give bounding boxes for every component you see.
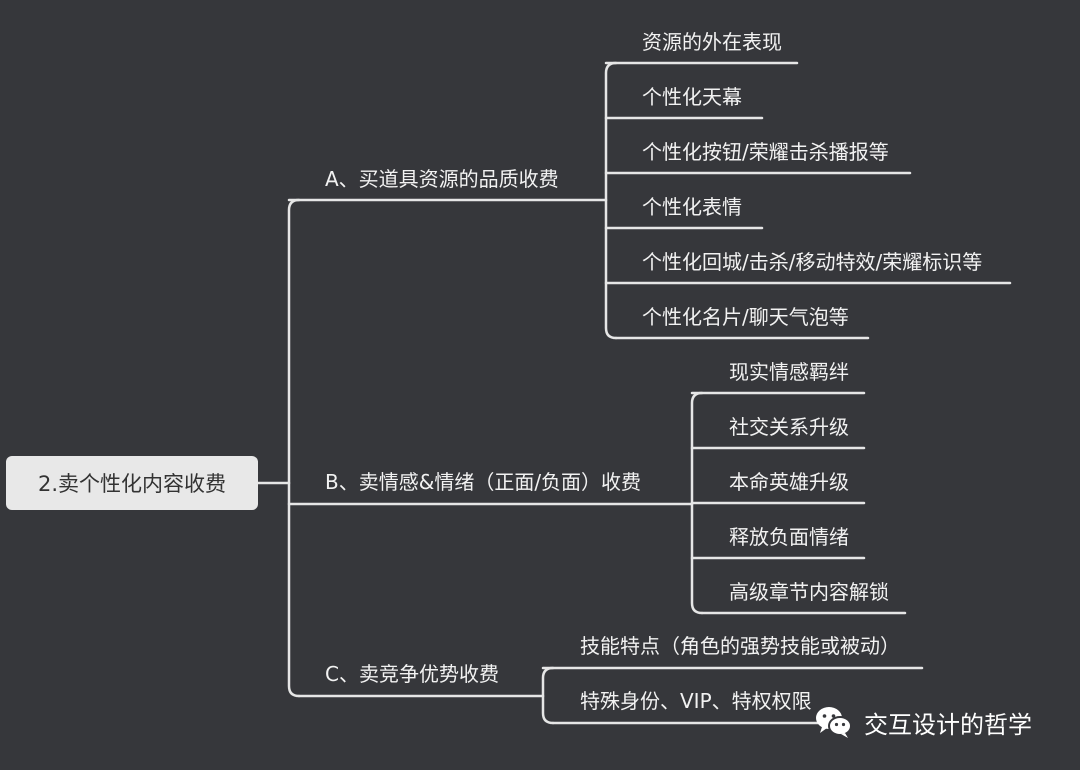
branch-a-child-1[interactable]: 资源的外在表现 — [642, 30, 782, 54]
branch-c-label[interactable]: C、卖竞争优势收费 — [325, 662, 499, 686]
branch-a-child-6[interactable]: 个性化名片/聊天气泡等 — [642, 305, 849, 329]
branch-a-child-4[interactable]: 个性化表情 — [642, 195, 742, 219]
root-node-label: 2.卖个性化内容收费 — [37, 472, 227, 496]
watermark: 交互设计的哲学 — [812, 700, 1032, 744]
branch-b-child-4[interactable]: 释放负面情绪 — [729, 525, 849, 549]
root-node[interactable]: 2.卖个性化内容收费 — [6, 456, 258, 510]
branch-a-child-5[interactable]: 个性化回城/击杀/移动特效/荣耀标识等 — [642, 250, 983, 274]
wechat-icon — [816, 707, 852, 738]
branch-c-child-1[interactable]: 技能特点（角色的强势技能或被动） — [580, 634, 900, 658]
branch-c-child-2[interactable]: 特殊身份、VIP、特权权限 — [580, 689, 812, 713]
branch-a-label[interactable]: A、买道具资源的品质收费 — [325, 167, 559, 191]
branch-b-child-3[interactable]: 本命英雄升级 — [729, 470, 849, 494]
connector-a-vertical — [604, 61, 618, 340]
connector-trunk — [287, 198, 301, 698]
branch-b-child-5[interactable]: 高级章节内容解锁 — [729, 580, 889, 604]
branch-b-child-1[interactable]: 现实情感羁绊 — [729, 360, 849, 384]
branch-a-child-3[interactable]: 个性化按钮/荣耀击杀播报等 — [642, 140, 889, 164]
watermark-text: 交互设计的哲学 — [864, 710, 1032, 739]
branch-b-child-2[interactable]: 社交关系升级 — [729, 415, 849, 439]
branch-a-child-2[interactable]: 个性化天幕 — [642, 85, 742, 109]
connector-c-vertical — [541, 666, 555, 725]
branch-b-label[interactable]: B、卖情感&情绪（正面/负面）收费 — [325, 470, 642, 494]
